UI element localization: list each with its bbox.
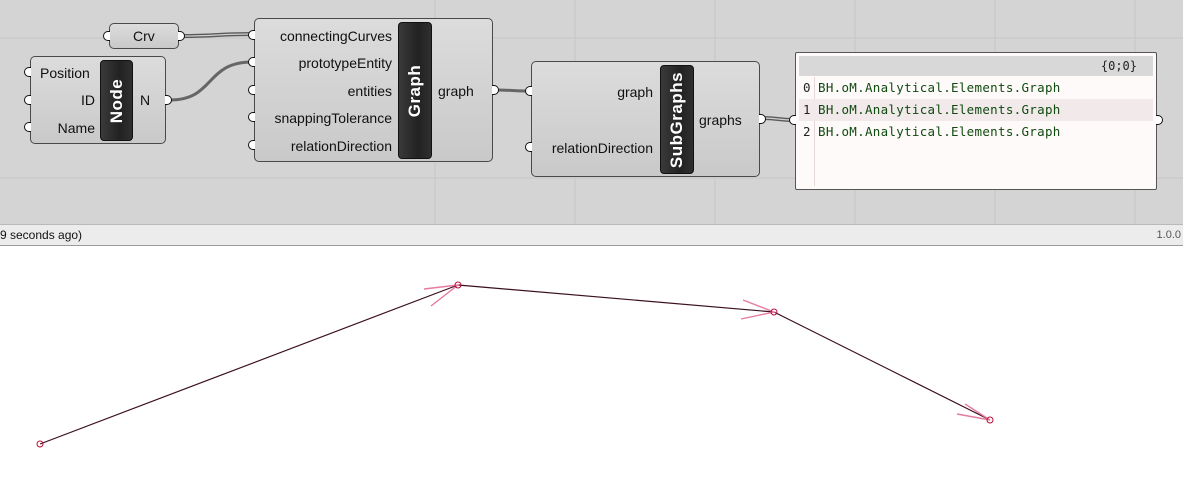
viewport-geometry [36,281,994,448]
graph-node-point [36,440,44,448]
wire-graph-to-subgraphs [495,88,528,93]
subgraphs-graph-grip[interactable] [525,86,532,96]
node-nickname-plate[interactable]: Node [100,60,133,141]
node-component[interactable]: Position ID Name Node N [30,56,166,144]
graph-node-point [986,416,994,424]
subgraphs-output-graphs: graphs [699,112,742,128]
graph-snappingtolerance-grip[interactable] [248,112,255,122]
node-output-n: N [140,92,151,108]
edge-direction-arrow [740,299,777,320]
subgraphs-component[interactable]: graph relationDirection SubGraphs graphs [531,61,760,177]
crv-output-grip[interactable] [178,31,185,41]
output-panel[interactable]: {0;0} 0 BH.oM.Analytical.Elements.Graph … [795,52,1157,190]
graph-input-snappingtolerance: snappingTolerance [274,110,392,126]
graph-node-point [770,308,778,316]
graph-edge [39,284,459,445]
node-n-grip[interactable] [165,95,172,105]
panel-path: {0;0} [1100,59,1137,73]
subgraphs-input-relationdirection: relationDirection [551,140,653,156]
rhino-viewport[interactable] [0,246,1183,479]
graph-input-relationdirection: relationDirection [290,138,392,154]
graph-connectingcurves-grip[interactable] [248,30,255,40]
node-title: Node [106,78,126,123]
subgraphs-graphs-grip[interactable] [759,114,766,124]
graph-title: Graph [405,64,424,117]
graph-component[interactable]: connectingCurves prototypeEntity entitie… [254,18,493,162]
node-name-grip[interactable] [24,122,31,132]
version-text: 1.0.0 [1156,229,1181,241]
node-input-name: Name [57,120,95,136]
crv-label: Crv [133,28,155,44]
crv-input-grip[interactable] [103,31,110,41]
subgraphs-relationdirection-grip[interactable] [525,142,532,152]
wire-node-to-prototypeentity [169,60,253,102]
crv-parameter[interactable]: Crv [109,23,179,49]
subgraphs-title: SubGraphs [667,71,686,168]
node-position-grip[interactable] [24,67,31,77]
graph-edge [773,311,991,421]
status-text: 9 seconds ago) [0,228,83,242]
panel-row-value: BH.oM.Analytical.Elements.Graph [818,80,1061,95]
graph-relationdirection-grip[interactable] [248,140,255,150]
graph-output-graph: graph [438,83,474,99]
panel-row: 2 BH.oM.Analytical.Elements.Graph [799,121,1153,143]
panel-row-index: 1 [803,102,811,117]
node-id-grip[interactable] [24,95,31,105]
edge-direction-arrow [423,284,461,307]
graph-node-point [454,281,462,289]
panel-index-divider [814,77,815,186]
panel-row: 0 BH.oM.Analytical.Elements.Graph [799,77,1153,99]
status-bar: 9 seconds ago) 1.0.0 [0,224,1183,246]
panel-row-value: BH.oM.Analytical.Elements.Graph [818,102,1061,117]
grasshopper-canvas[interactable]: Crv Position ID Name Node N connectingCu… [0,0,1183,224]
graph-output-grip[interactable] [492,85,499,95]
panel-output-grip[interactable] [1156,115,1163,125]
graph-prototypeentity-grip[interactable] [248,57,255,67]
graph-input-entities: entities [347,83,392,99]
panel-row-index: 0 [803,80,811,95]
graph-input-connectingcurves: connectingCurves [279,28,392,44]
graph-edge [457,284,775,313]
panel-row: 1 BH.oM.Analytical.Elements.Graph [799,99,1153,121]
graph-nickname-plate[interactable]: Graph [398,22,432,159]
node-input-position: Position [40,65,90,81]
graph-entities-grip[interactable] [248,85,255,95]
subgraphs-input-graph: graph [617,84,653,100]
graph-input-prototypeentity: prototypeEntity [298,55,392,71]
panel-header: {0;0} [799,56,1153,76]
panel-row-value: BH.oM.Analytical.Elements.Graph [818,124,1061,139]
panel-row-index: 2 [803,124,811,139]
panel-input-grip[interactable] [789,115,796,125]
node-input-id: ID [81,92,95,108]
subgraphs-nickname-plate[interactable]: SubGraphs [660,65,694,174]
edge-direction-arrow [956,403,991,421]
